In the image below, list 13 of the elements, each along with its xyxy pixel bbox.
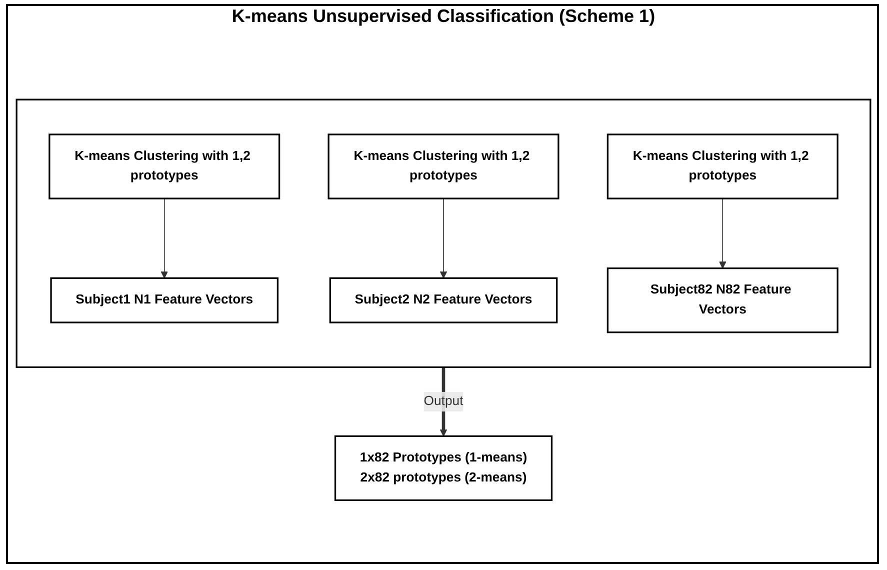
node-box: Subject1 N1 Feature Vectors: [50, 277, 279, 324]
arrow: [160, 198, 168, 279]
node-box: Subject82 N82 Feature Vectors: [606, 268, 838, 334]
node-box: K-means Clustering with 1,2 prototypes: [606, 134, 838, 200]
node-box: Subject2 N2 Feature Vectors: [329, 277, 558, 324]
edge-label: Output: [424, 394, 464, 408]
arrow: [719, 198, 726, 269]
arrow: [440, 198, 448, 279]
diagram-title: K-means Unsupervised Classification (Scheme 1): [230, 6, 656, 27]
node-box: K-means Clustering with 1,2 prototypes: [48, 134, 280, 200]
cluster: [16, 98, 872, 368]
node-box: 1x82 Prototypes (1-means) 2x82 prototypes (2-means): [334, 435, 553, 502]
node-box: K-means Clustering with 1,2 prototypes: [328, 134, 560, 200]
